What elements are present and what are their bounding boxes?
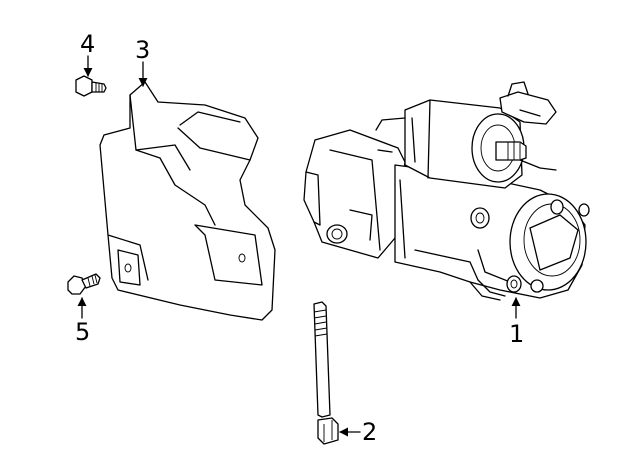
starter-motor — [303, 81, 590, 301]
long-mounting-bolt — [313, 301, 339, 445]
heat-shield — [99, 81, 276, 321]
callout-arrows — [77, 55, 521, 437]
shield-bolt-left — [67, 273, 101, 295]
callout-5: 5 — [75, 318, 90, 346]
callout-1: 1 — [509, 320, 524, 348]
shield-bolt-top — [75, 75, 107, 97]
callout-3: 3 — [135, 36, 150, 64]
callout-4: 4 — [80, 30, 95, 58]
callout-2: 2 — [362, 418, 377, 446]
